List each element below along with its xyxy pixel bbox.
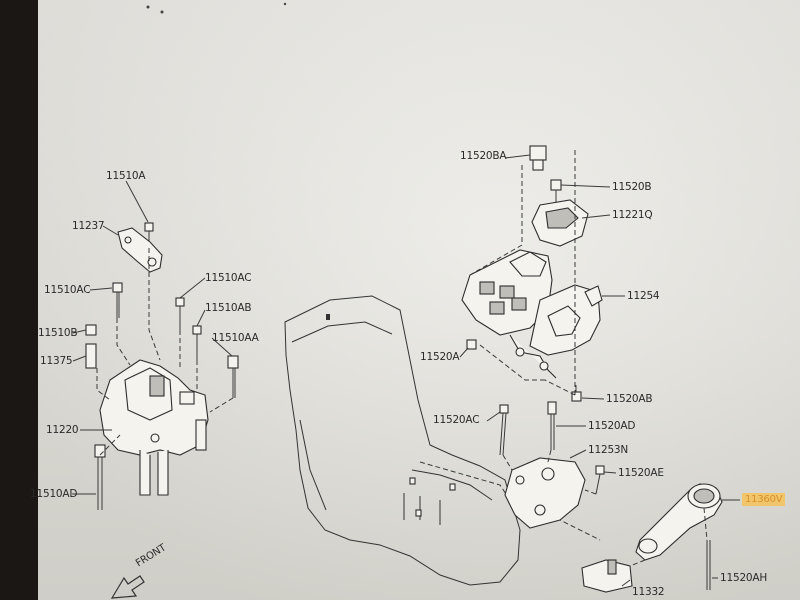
lower-bracket-assembly — [486, 401, 617, 529]
front-arrow-icon — [110, 575, 145, 599]
label-11520AD: 11520AD — [588, 420, 636, 432]
label-11520B: 11520B — [612, 181, 652, 193]
label-11360V-highlighted: 11360V — [742, 493, 786, 506]
diagram-paper — [38, 0, 800, 600]
label-11520BA: 11520BA — [460, 150, 507, 162]
label-11520AH: 11520AH — [720, 572, 768, 584]
label-11510AC-right: 11510AC — [205, 272, 252, 284]
label-11220: 11220 — [46, 424, 79, 436]
label-11253N: 11253N — [588, 444, 629, 456]
label-11510AC-left: 11510AC — [44, 284, 91, 296]
right-upper-mount-assembly — [459, 145, 625, 402]
label-11510AD: 11510AD — [30, 488, 78, 500]
label-11520AC: 11520AC — [433, 414, 480, 426]
label-11520A: 11520A — [420, 351, 460, 363]
label-11221Q: 11221Q — [612, 209, 653, 221]
label-11237: 11237 — [72, 220, 105, 232]
label-11510AA: 11510AA — [212, 332, 259, 344]
torque-rod-assembly — [581, 483, 740, 593]
label-11510AB: 11510AB — [205, 302, 252, 314]
label-11254: 11254 — [627, 290, 660, 302]
label-11520AB: 11520AB — [606, 393, 653, 405]
left-mount-assembly — [72, 180, 239, 510]
label-11510B: 11510B — [38, 327, 78, 339]
label-11375: 11375 — [40, 355, 73, 367]
label-11520AE: 11520AE — [618, 467, 664, 479]
label-11332: 11332 — [632, 586, 665, 598]
label-11510A: 11510A — [106, 170, 146, 182]
